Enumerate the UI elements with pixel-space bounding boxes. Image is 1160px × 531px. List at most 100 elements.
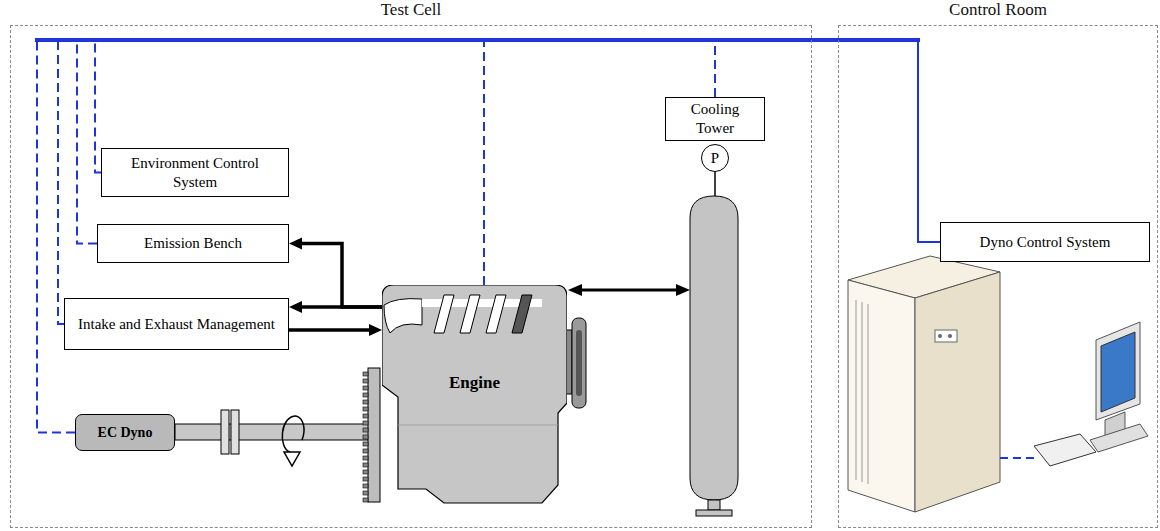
coupling-flange	[221, 410, 229, 454]
intake-runner	[434, 295, 454, 333]
signal-connector	[77, 40, 940, 244]
flow-connector	[289, 301, 382, 313]
flow-connector	[289, 238, 382, 308]
system-box: Emission Bench	[97, 224, 289, 263]
workstation-illustration	[1034, 322, 1148, 466]
arrowhead	[369, 324, 382, 336]
flywheel-tooth	[363, 477, 368, 481]
coupling-flange	[231, 410, 239, 454]
flywheel	[363, 368, 380, 502]
box-label: P	[711, 150, 719, 167]
server-side	[848, 280, 915, 512]
box-label: Intake and Exhaust Management	[78, 315, 275, 334]
bus-line	[35, 38, 920, 42]
flywheel-tooth	[363, 498, 368, 502]
intake-plenum	[384, 299, 422, 333]
rotation-arrow	[296, 416, 304, 440]
server-button	[948, 334, 952, 338]
server-vent	[862, 302, 863, 482]
flywheel-tooth	[363, 400, 368, 404]
signal-line	[95, 40, 940, 242]
server-illustration	[848, 256, 1000, 512]
rotation-arrow	[282, 416, 296, 452]
system-box: Dyno Control System	[940, 222, 1150, 262]
region-heading: Test Cell	[11, 0, 811, 20]
engine-body	[382, 285, 567, 503]
box-label: EC Dyno	[98, 425, 153, 441]
coolant-tank	[690, 196, 738, 500]
server-vent	[856, 300, 857, 480]
box-label: Dyno Control System	[980, 233, 1111, 252]
flywheel-tooth	[363, 470, 368, 474]
block-seam	[398, 425, 558, 426]
server-front	[915, 272, 1000, 512]
box-label: Environment Control System	[108, 154, 282, 192]
signal-line	[58, 40, 940, 324]
flywheel-tooth	[363, 491, 368, 495]
engine-label: Engine	[382, 373, 567, 393]
flywheel-tooth	[363, 442, 368, 446]
flywheel-tooth	[363, 379, 368, 383]
flywheel-tooth	[363, 449, 368, 453]
flywheel-tooth	[363, 435, 368, 439]
system-box: Environment Control System	[101, 148, 289, 197]
flywheel-disc	[368, 368, 380, 502]
intake-runner	[486, 295, 506, 333]
flow-line	[289, 328, 372, 332]
engine-block: Engine	[382, 285, 567, 510]
flywheel-tooth	[363, 407, 368, 411]
flywheel-tooth	[363, 393, 368, 397]
test-cell-region: Test CellEnvironment Control SystemEmiss…	[10, 25, 812, 528]
tank-base	[696, 510, 732, 516]
signal-connector	[95, 40, 940, 242]
tank-leg	[708, 500, 720, 510]
keyboard	[1034, 434, 1096, 466]
signal-line	[715, 40, 940, 242]
pressure-gauge: P	[701, 144, 729, 172]
arrowhead	[568, 284, 582, 296]
signal-connector	[715, 40, 940, 242]
flywheel-tooth	[363, 456, 368, 460]
network-link	[1000, 457, 1034, 459]
flywheel-tooth	[363, 386, 368, 390]
flow-line	[299, 244, 382, 308]
region-heading: Control Room	[839, 0, 1157, 20]
gauge-stem	[714, 172, 716, 196]
box-label: Emission Bench	[144, 234, 242, 253]
flywheel-tooth	[363, 463, 368, 467]
control-room-region: Control RoomDyno Control System	[838, 25, 1158, 528]
intake-runner	[512, 295, 532, 333]
arrowhead	[676, 284, 690, 296]
arrowhead	[289, 301, 302, 313]
flow-connector	[289, 324, 382, 336]
server-panel	[935, 330, 957, 342]
dynamometer: EC Dyno	[75, 414, 175, 451]
box-label: Cooling Tower	[672, 100, 758, 138]
flywheel-tooth	[363, 484, 368, 488]
rotation-arrowhead	[284, 452, 300, 466]
signal-connector	[58, 40, 940, 324]
signal-line	[37, 40, 940, 433]
system-box: Cooling Tower	[665, 97, 765, 141]
flywheel-tooth	[363, 414, 368, 418]
signal-connector	[37, 40, 940, 433]
arrowhead	[289, 238, 302, 250]
system-box: Intake and Exhaust Management	[64, 298, 289, 350]
signal-line	[77, 40, 940, 244]
monitor-screen	[1101, 332, 1135, 412]
flow-line	[299, 305, 382, 309]
monitor-frame	[1096, 322, 1140, 420]
monitor-base	[1090, 424, 1148, 452]
flywheel-tooth	[363, 372, 368, 376]
engine-outline	[382, 285, 567, 510]
pulley-groove	[576, 330, 582, 396]
drive-shaft	[175, 424, 372, 440]
intake-runner	[460, 295, 480, 333]
server-vent	[868, 304, 869, 484]
coolant-flow-line	[580, 289, 677, 292]
pulley	[572, 318, 586, 408]
flywheel-tooth	[363, 428, 368, 432]
flywheel-tooth	[363, 421, 368, 425]
server-button	[938, 334, 942, 338]
